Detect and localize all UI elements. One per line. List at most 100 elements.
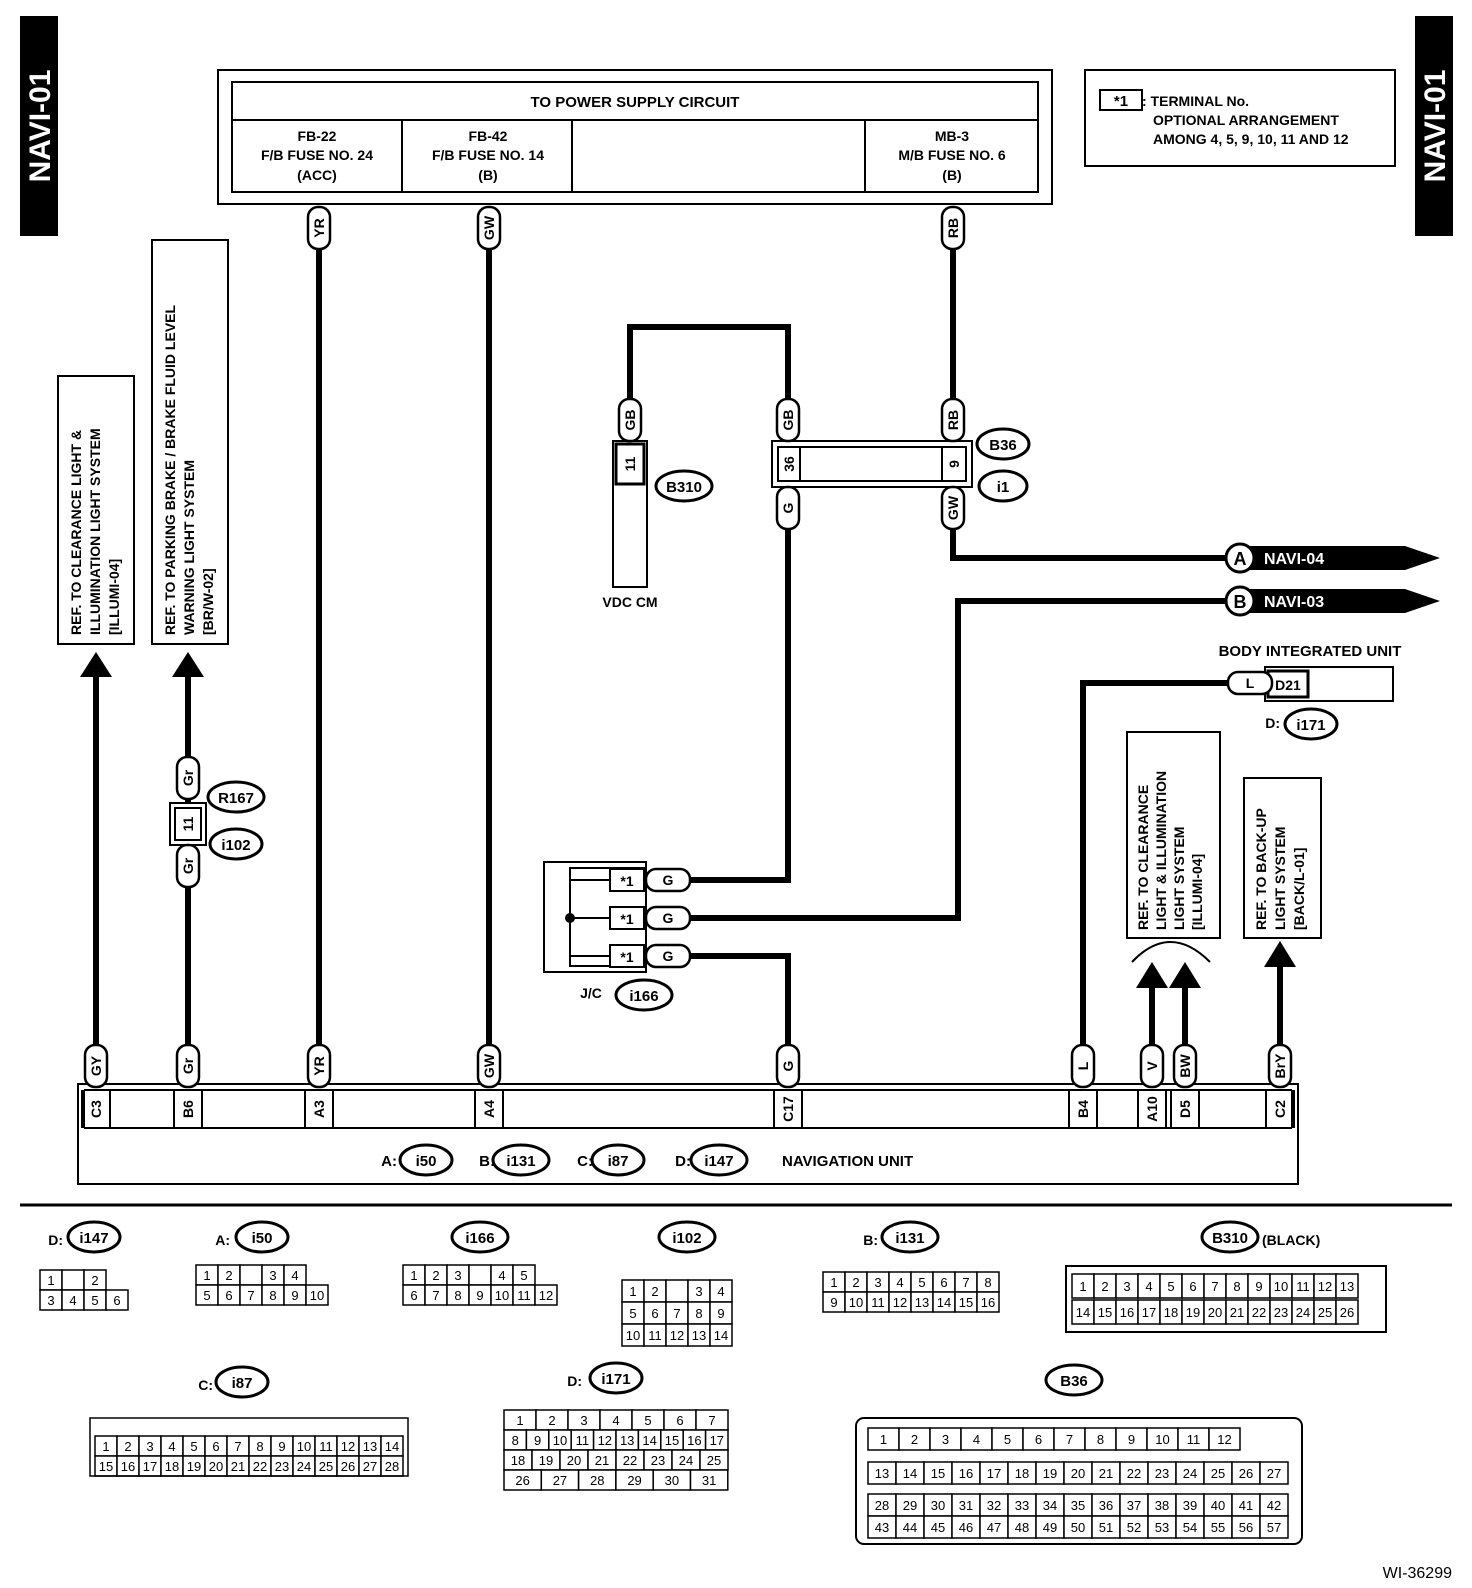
svg-text:G: G — [663, 872, 674, 888]
wire-color-label: Gr — [175, 843, 201, 889]
svg-text:18: 18 — [1164, 1305, 1178, 1320]
svg-text:16: 16 — [121, 1459, 135, 1474]
connector-id-oval: i166 — [450, 1220, 510, 1254]
svg-text:B: B — [1234, 592, 1247, 612]
svg-text:i166: i166 — [629, 988, 658, 1005]
svg-text:AMONG 4, 5, 9, 10, 11 AND 12: AMONG 4, 5, 9, 10, 11 AND 12 — [1153, 131, 1349, 147]
svg-text:YR: YR — [311, 1056, 327, 1075]
svg-text:9: 9 — [1128, 1432, 1135, 1447]
svg-text:11: 11 — [1296, 1279, 1310, 1294]
svg-text:i102: i102 — [672, 1230, 701, 1247]
svg-text:46: 46 — [959, 1520, 973, 1535]
svg-text:9: 9 — [534, 1433, 541, 1448]
svg-text:18: 18 — [165, 1459, 179, 1474]
joint-connector-i166: *1 *1 *1 J/C — [543, 861, 647, 1001]
svg-text:FB-42: FB-42 — [469, 128, 508, 144]
wire-color-label: GW — [476, 205, 502, 251]
svg-text:i166: i166 — [465, 1230, 494, 1247]
wire-color-label: GW — [476, 1043, 502, 1089]
svg-text:37: 37 — [1127, 1498, 1141, 1513]
svg-text:13: 13 — [363, 1439, 377, 1454]
svg-text:21: 21 — [1230, 1305, 1244, 1320]
svg-text:C:: C: — [198, 1377, 213, 1393]
svg-text:36: 36 — [781, 456, 797, 472]
svg-text:31: 31 — [702, 1473, 716, 1488]
svg-text:Gr: Gr — [180, 857, 196, 874]
svg-text:[BR/W-02]: [BR/W-02] — [200, 568, 216, 635]
svg-text:10: 10 — [626, 1328, 640, 1343]
svg-text:RB: RB — [945, 218, 961, 238]
svg-text:9: 9 — [830, 1295, 837, 1310]
svg-text:17: 17 — [987, 1466, 1001, 1481]
terminal-label: C2 — [1272, 1100, 1288, 1118]
ref-box-backup-light: REF. TO BACK-UP LIGHT SYSTEM [BACK/L-01] — [1243, 777, 1322, 939]
svg-text:5: 5 — [91, 1293, 98, 1308]
svg-text:5: 5 — [203, 1288, 210, 1303]
svg-text:24: 24 — [1183, 1466, 1197, 1481]
svg-text:49: 49 — [1043, 1520, 1057, 1535]
connector-id-oval: i50 — [234, 1220, 290, 1254]
svg-text:17: 17 — [143, 1459, 157, 1474]
svg-text:18: 18 — [511, 1453, 525, 1468]
connector-id-oval: i87 — [214, 1365, 270, 1399]
svg-text:9: 9 — [717, 1306, 724, 1321]
svg-text:15: 15 — [1098, 1305, 1112, 1320]
svg-text:11: 11 — [517, 1288, 531, 1303]
svg-text:13: 13 — [620, 1433, 634, 1448]
svg-text:27: 27 — [363, 1459, 377, 1474]
terminal-label: A10 — [1144, 1096, 1160, 1122]
svg-text:i131: i131 — [506, 1153, 535, 1170]
svg-text:26: 26 — [1239, 1466, 1253, 1481]
svg-text:25: 25 — [707, 1453, 721, 1468]
svg-text:5: 5 — [190, 1439, 197, 1454]
svg-text:5: 5 — [629, 1306, 636, 1321]
svg-text:28: 28 — [590, 1473, 604, 1488]
svg-text:[ILLUMI-04]: [ILLUMI-04] — [106, 559, 122, 635]
wire-color-label: Gr — [175, 755, 201, 801]
svg-text:GW: GW — [945, 495, 961, 520]
connector-id-oval: i131 — [880, 1220, 940, 1254]
svg-text:D:: D: — [675, 1153, 691, 1170]
svg-text:D:: D: — [1265, 715, 1280, 731]
svg-text:19: 19 — [539, 1453, 553, 1468]
svg-text:i50: i50 — [416, 1153, 437, 1170]
svg-text:47: 47 — [987, 1520, 1001, 1535]
svg-text:56: 56 — [1239, 1520, 1253, 1535]
svg-text:6: 6 — [1035, 1432, 1042, 1447]
svg-text:8: 8 — [512, 1433, 519, 1448]
svg-text:7: 7 — [1066, 1432, 1073, 1447]
navigation-unit: A: B: C: D: NAVIGATION UNIT — [77, 1083, 1299, 1185]
svg-text:10: 10 — [297, 1439, 311, 1454]
svg-text:6: 6 — [676, 1413, 683, 1428]
wire-color-label: G — [644, 867, 692, 893]
svg-text:REF. TO CLEARANCE: REF. TO CLEARANCE — [1135, 785, 1151, 930]
svg-text:2: 2 — [124, 1439, 131, 1454]
svg-text:B36: B36 — [1060, 1373, 1088, 1390]
svg-text:A:: A: — [381, 1153, 397, 1170]
svg-text:19: 19 — [1186, 1305, 1200, 1320]
svg-text:48: 48 — [1015, 1520, 1029, 1535]
svg-text:14: 14 — [1076, 1305, 1090, 1320]
svg-text:12: 12 — [341, 1439, 355, 1454]
svg-text:B310: B310 — [666, 479, 702, 496]
svg-text:3: 3 — [146, 1439, 153, 1454]
svg-text:24: 24 — [297, 1459, 311, 1474]
terminal-label: C3 — [88, 1100, 104, 1118]
wire-color-label: Gr — [175, 1043, 201, 1089]
svg-text:11: 11 — [1187, 1432, 1201, 1447]
svg-text:D21: D21 — [1275, 677, 1301, 693]
svg-text:2: 2 — [225, 1268, 232, 1283]
svg-text:NAVIGATION UNIT: NAVIGATION UNIT — [782, 1153, 913, 1170]
drawing-id: WI-36299 — [1383, 1565, 1452, 1582]
svg-text:i1: i1 — [997, 479, 1010, 496]
svg-text:REF. TO BACK-UP: REF. TO BACK-UP — [1253, 808, 1269, 930]
svg-text:41: 41 — [1239, 1498, 1253, 1513]
terminal-label: C17 — [780, 1096, 796, 1122]
svg-text:25: 25 — [1318, 1305, 1332, 1320]
connector-id-oval: i50 — [398, 1143, 454, 1177]
connector-id-oval: i102 — [657, 1220, 717, 1254]
